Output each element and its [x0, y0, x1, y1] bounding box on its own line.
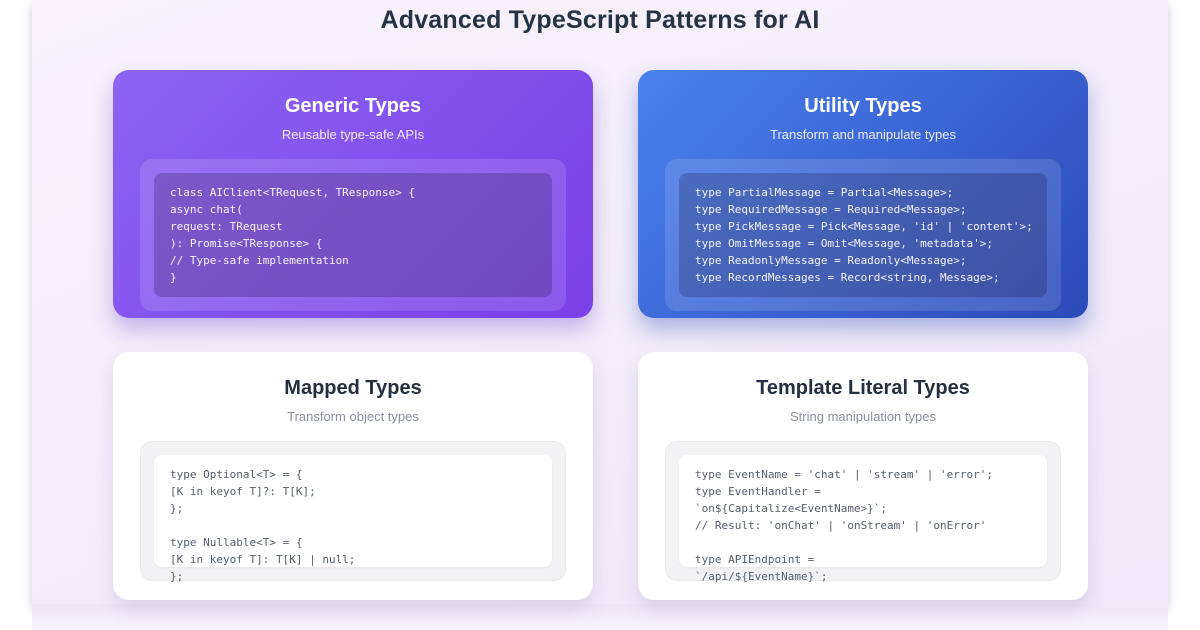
- card-subtitle: String manipulation types: [790, 409, 936, 424]
- page-title: Advanced TypeScript Patterns for AI: [380, 6, 820, 34]
- card-title: Mapped Types: [284, 377, 422, 399]
- code-text: class AIClient<TRequest, TResponse> { as…: [170, 186, 416, 284]
- code-block: type EventName = 'chat' | 'stream' | 'er…: [679, 455, 1047, 583]
- code-block: type PartialMessage = Partial<Message>; …: [679, 173, 1047, 297]
- footer-band: [32, 604, 1168, 630]
- code-container: class AIClient<TRequest, TResponse> { as…: [140, 159, 566, 311]
- code-text: type Optional<T> = { [K in keyof T]?: T[…: [170, 468, 356, 583]
- code-container: type PartialMessage = Partial<Message>; …: [665, 159, 1061, 311]
- card-subtitle: Transform and manipulate types: [770, 127, 956, 142]
- card-title: Template Literal Types: [756, 377, 970, 399]
- card-subtitle: Transform object types: [287, 409, 419, 424]
- card-template-literal-types: Template Literal Types String manipulati…: [638, 352, 1088, 600]
- code-block: type Optional<T> = { [K in keyof T]?: T[…: [154, 455, 552, 583]
- code-text: type EventName = 'chat' | 'stream' | 'er…: [695, 468, 994, 583]
- code-text: type PartialMessage = Partial<Message>; …: [695, 186, 1033, 284]
- card-grid: Generic Types Reusable type-safe APIs cl…: [113, 70, 1088, 600]
- card-subtitle: Reusable type-safe APIs: [281, 127, 425, 142]
- card-mapped-types: Mapped Types Transform object types type…: [113, 352, 593, 600]
- code-container: type EventName = 'chat' | 'stream' | 'er…: [665, 441, 1061, 583]
- card-title: Generic Types: [284, 95, 422, 117]
- card-title: Utility Types: [804, 95, 922, 117]
- code-block: class AIClient<TRequest, TResponse> { as…: [154, 173, 552, 297]
- card-utility-types: Utility Types Transform and manipulate t…: [638, 70, 1088, 318]
- card-generic-types: Generic Types Reusable type-safe APIs cl…: [113, 70, 593, 318]
- code-container: type Optional<T> = { [K in keyof T]?: T[…: [140, 441, 566, 583]
